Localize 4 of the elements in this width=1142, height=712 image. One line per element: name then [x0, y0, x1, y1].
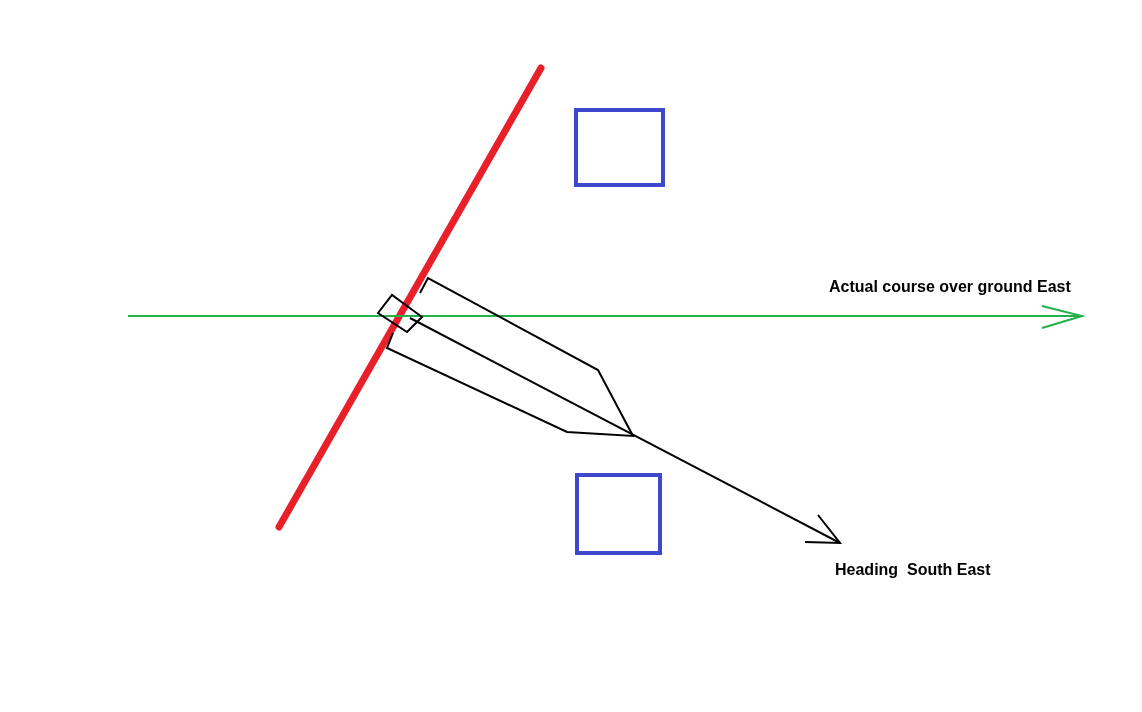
square-marker	[574, 108, 665, 187]
square-marker	[575, 473, 662, 555]
heading-label: Heading South East	[835, 561, 991, 579]
course-label: Actual course over ground East	[829, 278, 1071, 296]
